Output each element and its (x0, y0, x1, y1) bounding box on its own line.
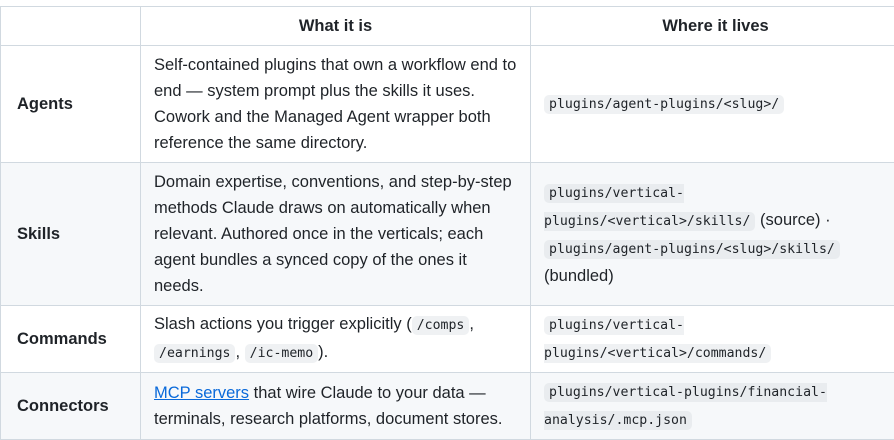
row-location: plugins/vertical-plugins/<vertical>/skil… (530, 162, 894, 306)
row-name: Agents (0, 45, 141, 163)
path-code: plugins/vertical-plugins/<vertical>/skil… (544, 184, 756, 231)
command-code: /comps (411, 316, 470, 335)
row-description: Slash actions you trigger explicitly (/c… (140, 305, 531, 373)
row-name: Connectors (0, 372, 141, 440)
table-row-commands: Commands Slash actions you trigger expli… (0, 305, 894, 373)
bundled-note: (bundled) (544, 267, 614, 285)
row-location: plugins/vertical-plugins/<vertical>/comm… (530, 305, 894, 373)
command-code: /earnings (154, 344, 236, 363)
header-where-it-lives: Where it lives (530, 6, 894, 46)
row-name: Skills (0, 162, 141, 306)
row-name: Commands (0, 305, 141, 373)
row-location: plugins/vertical-plugins/financial-analy… (530, 372, 894, 440)
table-row-skills: Skills Domain expertise, conventions, an… (0, 162, 894, 306)
separator: , (469, 315, 474, 333)
commands-suffix: ). (318, 343, 329, 361)
concepts-table: What it is Where it lives Agents Self-co… (0, 6, 894, 440)
connectors-description: that wire Claude to your data — terminal… (154, 384, 503, 428)
row-description: MCP servers that wire Claude to your dat… (140, 372, 531, 440)
table-header-row: What it is Where it lives (0, 6, 894, 46)
commands-prefix: Slash actions you trigger explicitly ( (154, 315, 412, 333)
command-code: /ic-memo (244, 344, 319, 363)
table-row-connectors: Connectors MCP servers that wire Claude … (0, 372, 894, 440)
source-note: (source) · (755, 211, 831, 229)
path-code: plugins/vertical-plugins/financial-analy… (544, 383, 827, 430)
row-description: Domain expertise, conventions, and step-… (140, 162, 531, 306)
separator: , (235, 343, 245, 361)
table-row-agents: Agents Self-contained plugins that own a… (0, 45, 894, 163)
row-description: Self-contained plugins that own a workfl… (140, 45, 531, 163)
path-code: plugins/agent-plugins/<slug>/skills/ (544, 240, 840, 259)
mcp-servers-link[interactable]: MCP servers (154, 384, 250, 402)
header-what-it-is: What it is (140, 6, 531, 46)
header-empty (0, 6, 141, 46)
path-code: plugins/agent-plugins/<slug>/ (544, 95, 785, 114)
row-location: plugins/agent-plugins/<slug>/ (530, 45, 894, 163)
path-code: plugins/vertical-plugins/<vertical>/comm… (544, 316, 772, 363)
